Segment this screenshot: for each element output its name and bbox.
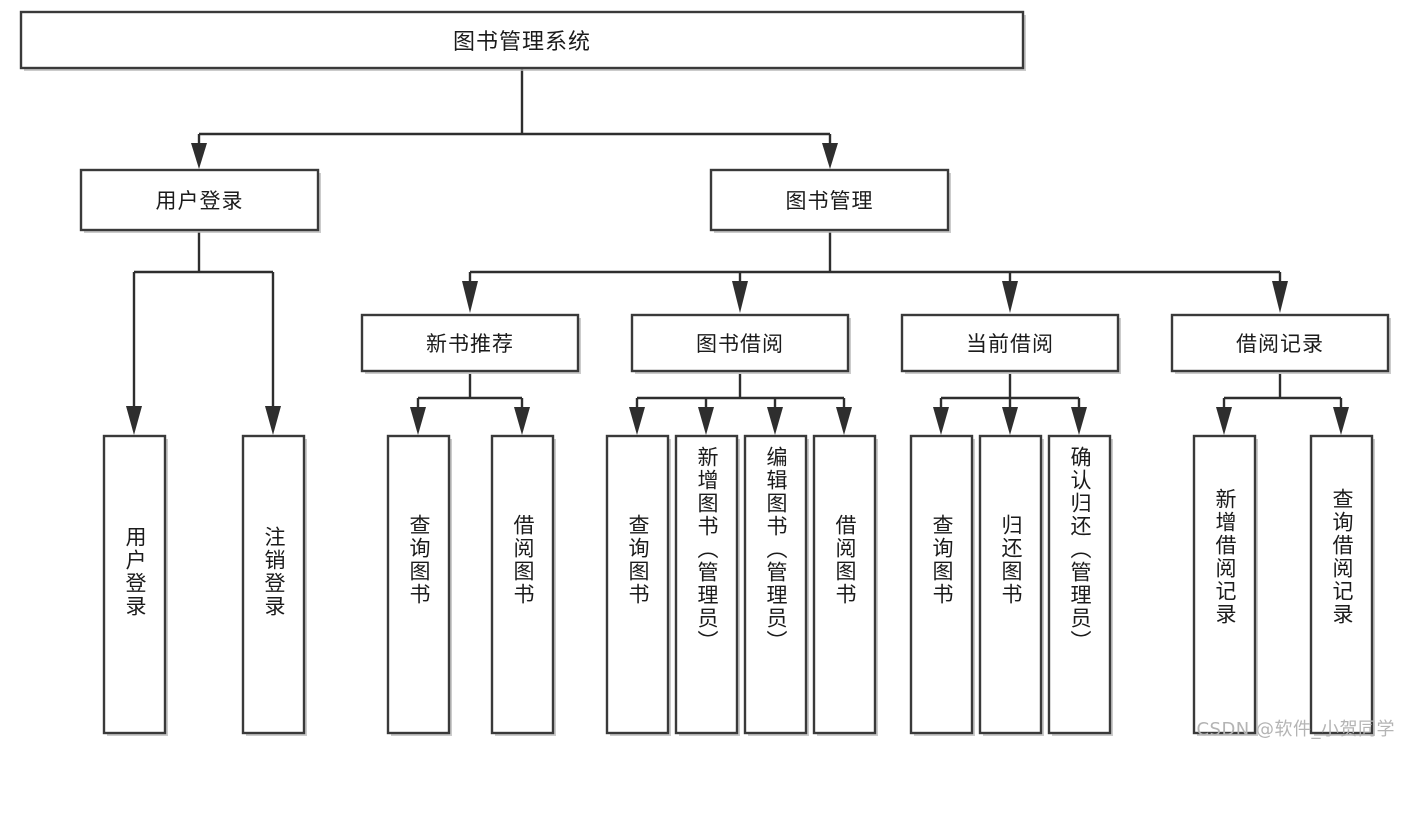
arrow-head-borrow-record bbox=[1272, 281, 1288, 313]
arrow-head-leaf-borrow-book-b bbox=[836, 407, 852, 435]
leaf-borrow-book-b-box[interactable] bbox=[812, 434, 877, 735]
leaf-query-book-a-box[interactable] bbox=[386, 434, 451, 735]
diagram-svg bbox=[19, 10, 1391, 736]
arrow-head-leaf-edit-book bbox=[767, 407, 783, 435]
arrow-head-leaf-query-book-c bbox=[933, 407, 949, 435]
arrow-head-leaf-query-record bbox=[1333, 407, 1349, 435]
borrow-record-box[interactable] bbox=[1170, 313, 1390, 373]
arrow-head-current-borrow bbox=[1002, 281, 1018, 313]
leaf-add-book-box[interactable] bbox=[674, 434, 739, 735]
connector-group-root bbox=[191, 68, 838, 169]
current-borrow-box[interactable] bbox=[900, 313, 1120, 373]
connector-group-user-login bbox=[126, 232, 281, 435]
connector-group-current-borrow bbox=[933, 374, 1087, 435]
arrow-head-leaf-borrow-book-a bbox=[514, 407, 530, 435]
connector-group-borrow-record bbox=[1216, 374, 1349, 435]
connector-group-new-book-rec bbox=[410, 374, 530, 435]
arrow-head-leaf-add-record bbox=[1216, 407, 1232, 435]
leaf-query-record-box[interactable] bbox=[1309, 434, 1374, 735]
leaf-add-record-box[interactable] bbox=[1192, 434, 1257, 735]
connector-group-book-manage bbox=[462, 232, 1288, 313]
leaf-return-book-box[interactable] bbox=[978, 434, 1043, 735]
leaf-borrow-book-a-box[interactable] bbox=[490, 434, 555, 735]
arrow-head-user-login bbox=[191, 143, 207, 169]
arrow-head-leaf-query-book-b bbox=[629, 407, 645, 435]
arrow-head-leaf-user-login bbox=[126, 406, 142, 435]
leaf-query-book-b-box[interactable] bbox=[605, 434, 670, 735]
leaf-user-login-box[interactable] bbox=[102, 434, 167, 735]
user-login-box[interactable] bbox=[79, 168, 320, 232]
arrow-head-leaf-confirm-return bbox=[1071, 407, 1087, 435]
arrow-head-leaf-query-book-a bbox=[410, 407, 426, 435]
book-manage-box[interactable] bbox=[709, 168, 950, 232]
root-box[interactable] bbox=[19, 10, 1025, 70]
leaf-edit-book-box[interactable] bbox=[743, 434, 808, 735]
arrow-head-new-book-rec bbox=[462, 281, 478, 313]
book-borrow-box[interactable] bbox=[630, 313, 850, 373]
arrow-head-book-borrow bbox=[732, 281, 748, 313]
new-book-rec-box[interactable] bbox=[360, 313, 580, 373]
leaf-user-logout-box[interactable] bbox=[241, 434, 306, 735]
connector-group-book-borrow bbox=[629, 374, 852, 435]
diagram-canvas: 图书管理系统 用户登录 图书管理 新书推荐 图书借阅 当前借阅 借阅记录 用户登… bbox=[19, 10, 1395, 740]
leaf-query-book-c-box[interactable] bbox=[909, 434, 974, 735]
leaf-confirm-return-box[interactable] bbox=[1047, 434, 1112, 735]
arrow-head-leaf-return-book bbox=[1002, 407, 1018, 435]
arrow-head-book-manage bbox=[822, 143, 838, 169]
arrow-head-leaf-user-logout bbox=[265, 406, 281, 435]
arrow-head-leaf-add-book bbox=[698, 407, 714, 435]
